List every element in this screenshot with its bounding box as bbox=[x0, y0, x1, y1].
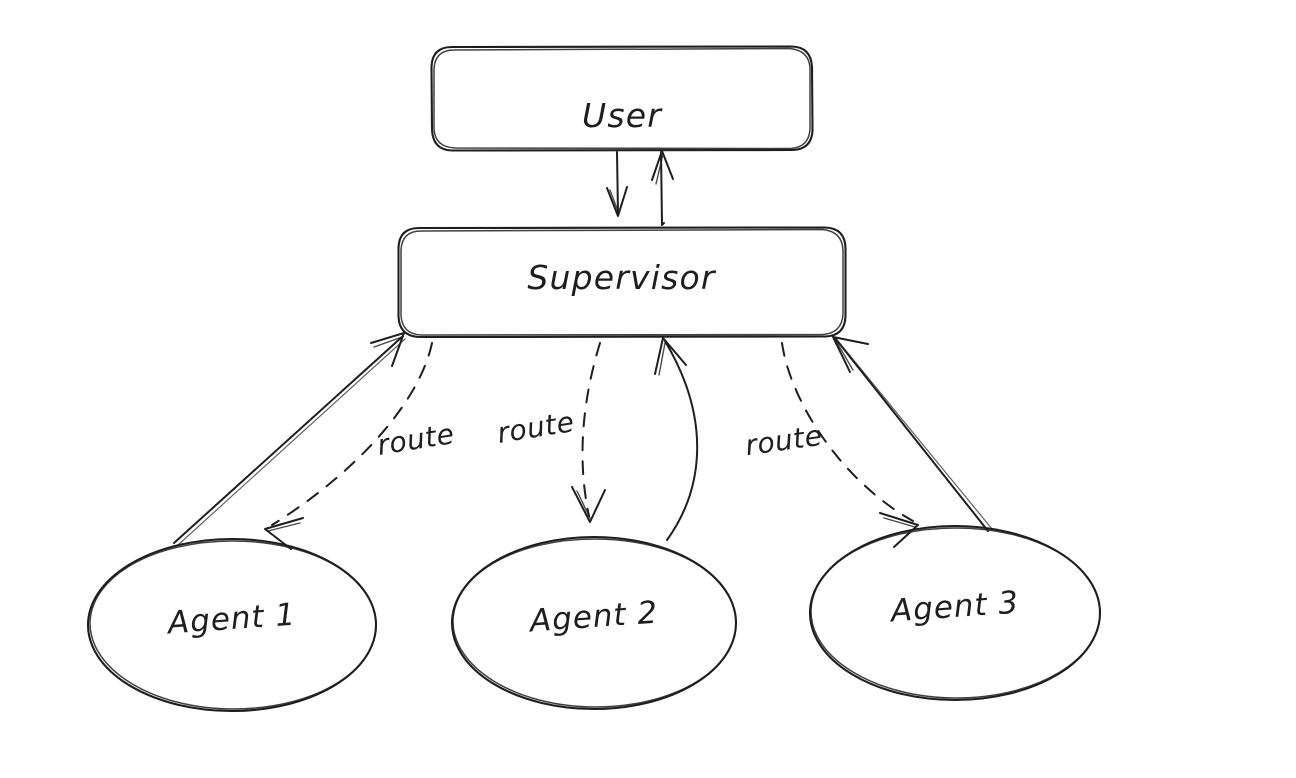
agent1-ellipse-sketch-overstroke bbox=[89, 540, 377, 710]
agent1-to-supervisor-arrowhead bbox=[370, 332, 405, 367]
agent1-to-supervisor-arrowhead-sketch bbox=[373, 336, 403, 348]
edge-supervisor-to-user[interactable] bbox=[651, 150, 674, 226]
agent2-to-supervisor-arrowhead bbox=[654, 337, 687, 375]
node-agent2[interactable] bbox=[450, 535, 738, 711]
agent2-ellipse-sketch-overstroke bbox=[452, 538, 737, 708]
node-agent1[interactable] bbox=[86, 537, 378, 713]
user-label: User bbox=[581, 96, 663, 135]
user-to-supervisor-arrowhead-sketch bbox=[609, 189, 620, 215]
user-box-sketch-overstroke bbox=[433, 47, 811, 150]
agent1-to-supervisor-line-sketch bbox=[177, 338, 406, 546]
supervisor-to-agent2-line bbox=[581, 342, 601, 517]
supervisor-to-agent2-arrowhead bbox=[571, 486, 606, 523]
supervisor-label: Supervisor bbox=[527, 258, 716, 297]
agent1-to-supervisor-line bbox=[173, 335, 404, 544]
edge-agent3-to-supervisor[interactable] bbox=[832, 336, 993, 532]
edge-supervisor-to-agent1[interactable] bbox=[264, 342, 433, 550]
agent2-to-supervisor-line bbox=[664, 340, 699, 541]
supervisor-to-user-arrowhead-sketch bbox=[655, 153, 664, 185]
edge-user-to-supervisor[interactable] bbox=[606, 151, 628, 217]
edge-agent2-to-supervisor[interactable] bbox=[654, 337, 699, 541]
supervisor-box-sketch-overstroke bbox=[400, 228, 844, 336]
node-agent3[interactable] bbox=[808, 524, 1102, 702]
agent3-to-supervisor-arrowhead bbox=[832, 336, 869, 373]
user-to-supervisor-line bbox=[616, 151, 619, 215]
supervisor-to-agent3-arrowhead bbox=[879, 512, 919, 548]
agent3-to-supervisor-line-sketch bbox=[837, 340, 993, 530]
agent3-to-supervisor-arrowhead-sketch bbox=[835, 340, 854, 371]
supervisor-box-outline bbox=[397, 226, 847, 339]
node-supervisor[interactable] bbox=[397, 226, 847, 339]
supervisor-to-agent3-line bbox=[781, 342, 914, 522]
user-box-outline bbox=[430, 45, 814, 152]
agent3-ellipse-sketch-overstroke bbox=[810, 527, 1101, 699]
supervisor-to-user-arrowhead bbox=[651, 150, 674, 181]
supervisor-to-agent3-arrowhead-sketch bbox=[883, 517, 916, 528]
edge-supervisor-to-agent2[interactable] bbox=[571, 342, 606, 523]
supervisor-to-agent1-arrowhead bbox=[264, 517, 304, 550]
agent3-to-supervisor-line bbox=[834, 337, 989, 532]
supervisor-to-agent2-arrowhead-sketch bbox=[576, 490, 591, 519]
node-user[interactable] bbox=[430, 45, 814, 152]
supervisor-to-user-line bbox=[660, 151, 665, 226]
supervisor-to-agent1-line bbox=[271, 342, 433, 526]
edge-agent1-to-supervisor[interactable] bbox=[173, 332, 406, 546]
supervisor-to-agent1-arrowhead-sketch bbox=[267, 522, 301, 532]
edge-supervisor-to-agent3[interactable] bbox=[781, 342, 919, 548]
user-to-supervisor-arrowhead bbox=[606, 186, 628, 217]
agent2-to-supervisor-arrowhead-sketch bbox=[658, 342, 666, 376]
